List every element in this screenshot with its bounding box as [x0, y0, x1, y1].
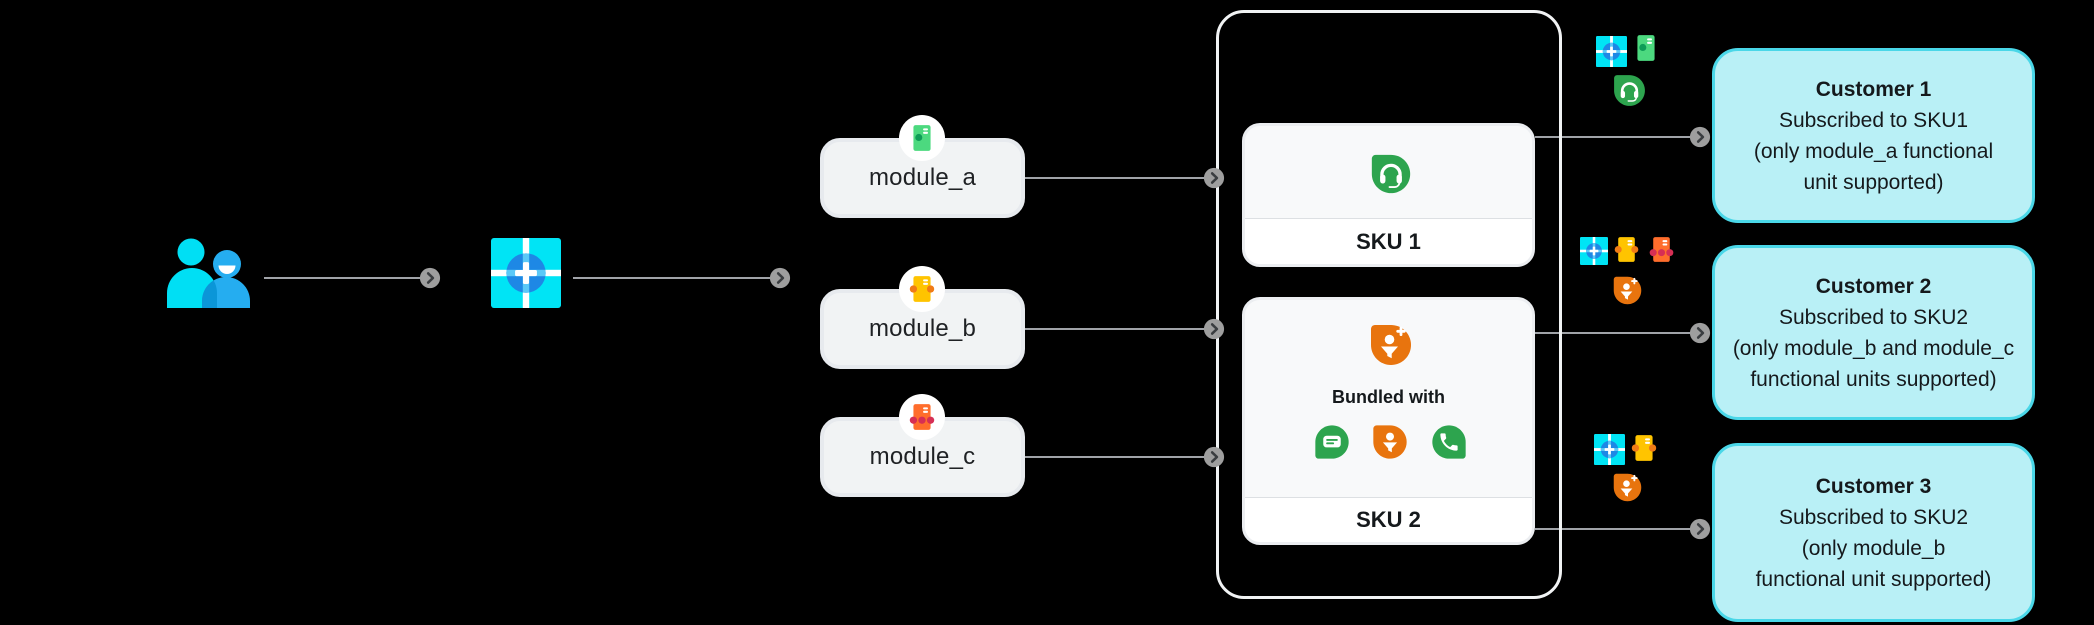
customer3-line: (only module_b: [1801, 536, 1946, 560]
customer3-line: Subscribed to SKU2: [1778, 505, 1969, 529]
arrowhead-icon: [1689, 322, 1711, 344]
node-customer1: Customer 1 Subscribed to SKU1 (only modu…: [1712, 48, 2035, 223]
customer1-title: Customer 1: [1815, 77, 1932, 101]
connector-sku1-to-customer1: [1535, 136, 1705, 138]
module-a-icon-badge: [899, 115, 945, 161]
customer1-line: Subscribed to SKU1: [1778, 108, 1969, 132]
customer2-line: functional units supported): [1750, 367, 1997, 391]
module-hub-icon: [1580, 237, 1608, 265]
module-a-icon: [1637, 35, 1655, 61]
sku2-label: SKU 2: [1356, 507, 1421, 532]
chat-icon: [1315, 425, 1349, 459]
module-hub-icon: [491, 238, 561, 308]
connector-users-to-hub: [264, 277, 430, 279]
module-c-icon: [1649, 237, 1674, 262]
node-sku1: SKU 1: [1242, 123, 1535, 267]
connector-sku2-to-customer3: [1535, 528, 1705, 530]
module-c-icon-badge: [899, 394, 945, 440]
module-b-icon-badge: [899, 266, 945, 312]
customer3-title: Customer 3: [1815, 474, 1932, 498]
customer2-line: Subscribed to SKU2: [1778, 305, 1969, 329]
connector-module-b-to-sku: [1025, 328, 1214, 330]
arrowhead-icon: [1689, 126, 1711, 148]
sku-group-container: [1216, 10, 1562, 599]
module-b-label: module_b: [868, 315, 976, 342]
node-customer2: Customer 2 Subscribed to SKU2 (only modu…: [1712, 245, 2035, 420]
module-c-icon: [909, 404, 935, 430]
sku1-label-strip: SKU 1: [1245, 218, 1532, 264]
arrowhead-icon: [1689, 518, 1711, 540]
customer1-line: unit supported): [1803, 170, 1944, 194]
person-icon: [1373, 425, 1407, 459]
headset-icon: [1370, 153, 1412, 195]
module-hub-icon: [1594, 434, 1625, 465]
connector-hub-to-modules: [573, 277, 780, 279]
person-add-icon: [1371, 325, 1411, 365]
module-a-label: module_a: [868, 164, 976, 191]
person-add-icon: [1613, 473, 1642, 502]
sku2-label-strip: SKU 2: [1245, 497, 1532, 542]
customer2-title: Customer 2: [1815, 274, 1932, 298]
connector-sku2-to-customer2: [1535, 332, 1705, 334]
arrowhead-icon: [1203, 167, 1225, 189]
module-a-icon: [913, 125, 931, 151]
node-sku2: Bundled with SKU 2: [1242, 297, 1535, 545]
node-customer3: Customer 3 Subscribed to SKU2 (only modu…: [1712, 443, 2035, 622]
bundled-with-label: Bundled with: [1332, 387, 1445, 407]
module-b-icon: [1631, 435, 1657, 461]
person-add-icon: [1613, 276, 1642, 305]
arrowhead-icon: [769, 267, 791, 289]
module-c-label: module_c: [869, 443, 976, 470]
connector-module-c-to-sku: [1025, 456, 1214, 458]
customer3-line: functional unit supported): [1755, 567, 1992, 591]
arrowhead-icon: [1203, 446, 1225, 468]
headset-icon: [1612, 73, 1647, 108]
module-hub-icon: [1596, 36, 1627, 67]
customer1-line: (only module_a functional: [1753, 139, 1994, 163]
module-b-icon: [909, 276, 935, 302]
phone-icon: [1432, 425, 1466, 459]
arrowhead-icon: [1203, 318, 1225, 340]
node-module-b: module_b: [820, 289, 1025, 369]
arrowhead-icon: [419, 267, 441, 289]
connector-module-a-to-sku: [1025, 177, 1214, 179]
sku1-label: SKU 1: [1356, 228, 1421, 254]
module-b-icon: [1614, 237, 1639, 262]
customer2-line: (only module_b and module_c: [1732, 336, 2015, 360]
users-icon: [164, 236, 260, 308]
